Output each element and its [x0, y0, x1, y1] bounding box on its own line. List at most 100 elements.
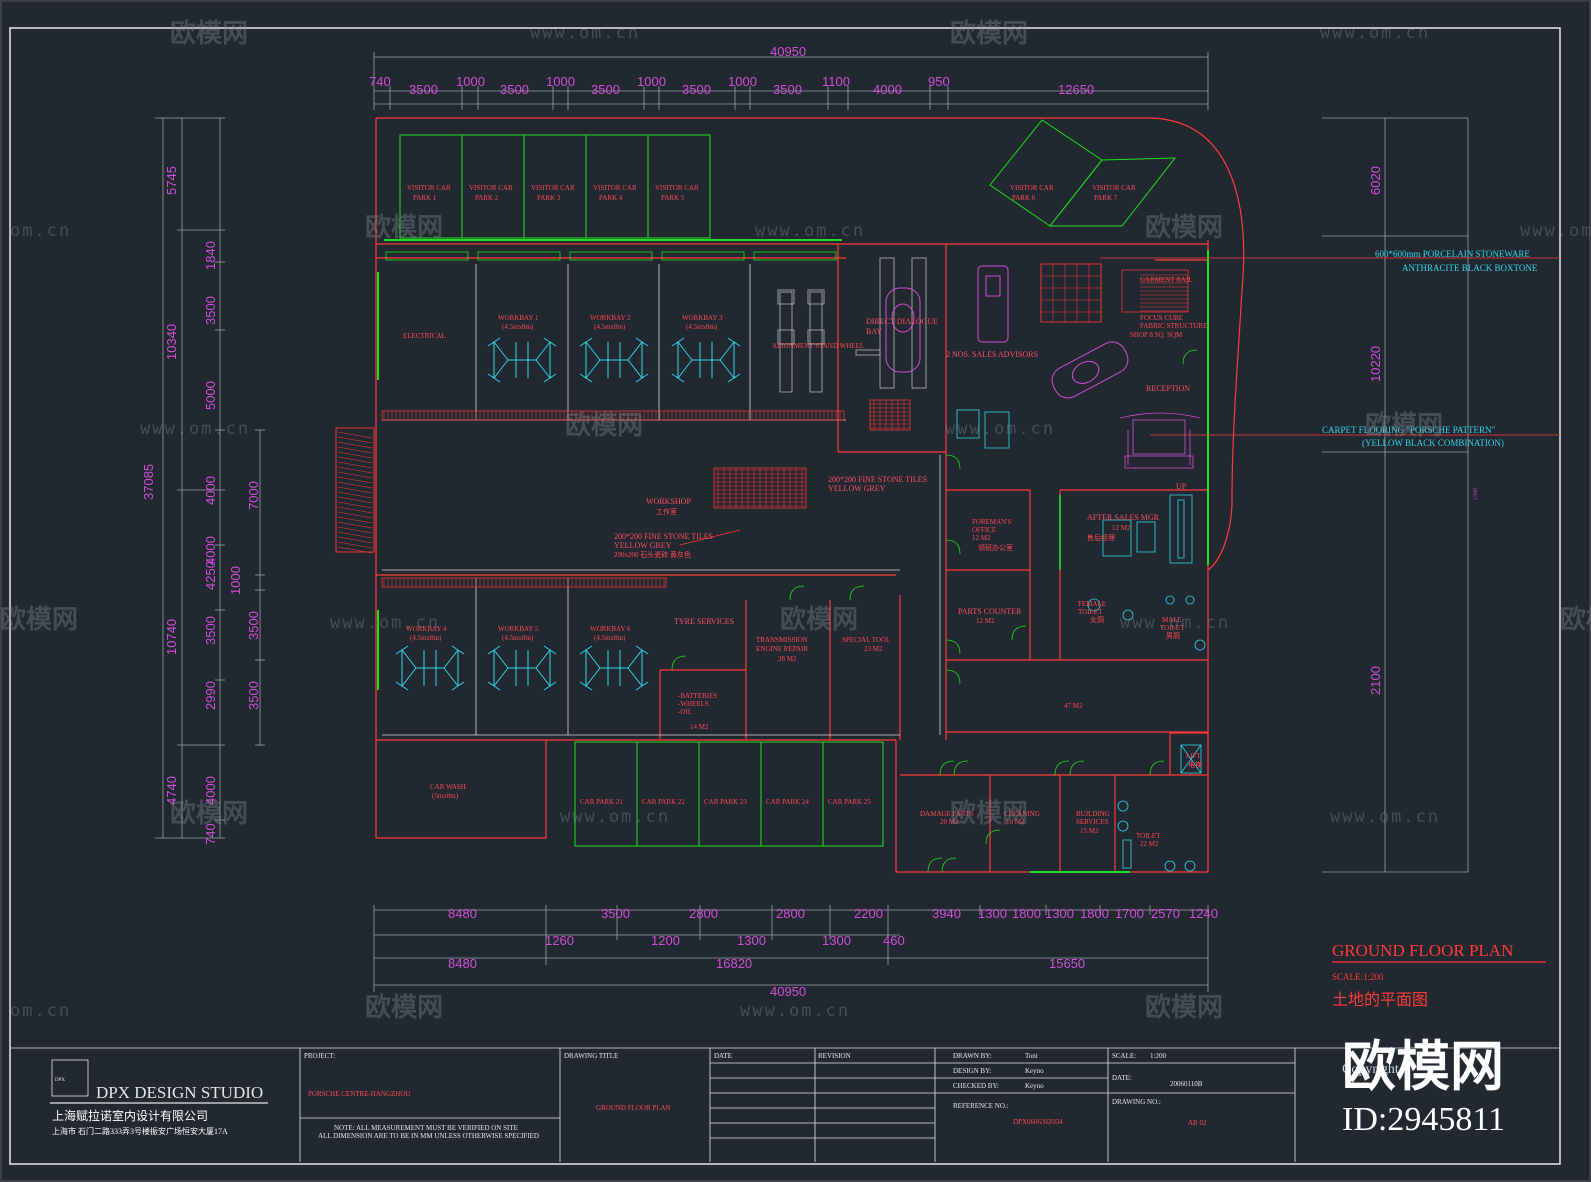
watermark-brand-9: 欧模网 — [170, 798, 248, 829]
reference-label: REFERENCE NO.: — [953, 1102, 1009, 1110]
watermark-brand-3: 欧模网 — [1145, 212, 1223, 243]
design-by: Keyno — [1025, 1067, 1044, 1075]
lift-arm — [719, 359, 735, 379]
workbay-bottom-size-1: (4.5mx8m) — [502, 634, 534, 642]
special-area: 23 M2 — [864, 645, 883, 653]
dim-left-l3-0: 7000 — [246, 481, 261, 510]
lift-arm — [395, 681, 409, 691]
dim-bottom-r1-6: 1300 — [978, 906, 1007, 921]
foremans-area: 12 M2 — [972, 534, 991, 542]
female-toilet-2: TOILET — [1078, 608, 1103, 616]
workbay-top-size-1: (4.5mx8m) — [594, 323, 626, 331]
title-block — [10, 1047, 1560, 1162]
workbay-bottom-size-2: (4.5mx8m) — [594, 634, 626, 642]
dim-top-lower-0: 3500 — [409, 82, 438, 97]
lift-arm — [627, 649, 643, 669]
car-wash-size: (5mx8m) — [432, 792, 459, 800]
dim-bottom-r1-10: 1700 — [1115, 906, 1144, 921]
watermark-url-short-1: om.cn — [10, 1001, 71, 1021]
hatch-line — [337, 531, 373, 539]
visitor-park-angled-1-l2: PARK 7 — [1094, 194, 1118, 202]
male-toilet-2: TOILET — [1160, 624, 1185, 632]
area-47: 47 M2 — [1064, 702, 1083, 710]
studio-logo-box — [51, 1059, 89, 1097]
cleaning-area: 10 M2 — [1006, 818, 1025, 826]
hatch-line — [337, 471, 373, 479]
watermark-brand-12: 欧模网 — [1145, 992, 1223, 1023]
dim-bottom-r1-3: 2800 — [776, 906, 805, 921]
lift-arm — [395, 645, 409, 655]
hatch-line — [337, 441, 373, 449]
lift-arm — [543, 337, 557, 347]
door-swings — [671, 349, 1198, 873]
date2-value: 20060110B — [1170, 1080, 1203, 1088]
lift-arm — [443, 667, 459, 687]
watermark-brand-5: 欧模网 — [1365, 410, 1443, 441]
parts-counter: PARTS COUNTER — [958, 607, 1022, 616]
electrical-label: ELECTRICAL — [403, 332, 446, 340]
porcelain-grid — [1040, 263, 1102, 323]
red-annotation-lines — [679, 257, 1560, 546]
left-dimensions — [155, 117, 265, 839]
visitor-park-5-l2: PARK 5 — [661, 194, 685, 202]
watermark-url-4: www.om.cn — [140, 419, 250, 439]
direct-dialogue-2: BAY — [866, 327, 882, 336]
dim-top-lower-5: 4000 — [873, 82, 902, 97]
dim-bottom-r1-5: 3940 — [932, 906, 961, 921]
grid-lines — [1041, 264, 1101, 322]
right-dimensions — [1322, 117, 1469, 873]
dim-left-l2-6: 2990 — [203, 681, 218, 710]
foremans-cn: 领班办公室 — [978, 543, 1013, 552]
watermark-url-7: www.om.cn — [1120, 613, 1230, 633]
watermark-url-10: www.om.cn — [740, 1001, 850, 1021]
visitor-park-2-l1: VISITOR CAR — [469, 184, 513, 192]
dim-right-3: 2100 — [1368, 666, 1383, 695]
lift-arm — [487, 681, 501, 691]
lift-arm — [677, 341, 693, 361]
dim-bottom-r2-4: 460 — [883, 933, 905, 948]
watermark-url-short-0: om.cn — [10, 221, 71, 241]
dim-left-l2-5: 3500 — [203, 616, 218, 645]
dim-top-overall: 40950 — [770, 44, 806, 59]
watermark-brand-8: 欧模网 — [1560, 604, 1591, 635]
watermark-brand-4: 欧模网 — [565, 410, 643, 441]
lift-arm — [535, 649, 551, 669]
sales-advisors: 2 NOS. SALES ADVISORS — [946, 350, 1038, 359]
dim-right-2: 10220 — [1368, 346, 1383, 382]
transmission-2: ENGINE REPAIR — [756, 645, 808, 653]
dim-bottom-r3-1: 16820 — [716, 956, 752, 971]
watermark-brand-0: 欧模网 — [170, 18, 248, 49]
lift-arm — [543, 373, 557, 383]
after-sales-area: 12 M2 — [1112, 524, 1131, 532]
workbay-top-size-0: (4.5mx8m) — [502, 323, 534, 331]
dim-top-upper-4: 1000 — [728, 74, 757, 89]
after-sales: AFTER SALES MGR — [1087, 513, 1160, 522]
toilet-area: 22 M2 — [1140, 840, 1159, 848]
workbay-top-0: WORKBAY 1 — [498, 314, 539, 322]
stone-tiles2-1: 200*200 FINE STONE TILES — [614, 532, 713, 541]
porcelain-line-2: ANTHRACITE BLACK BOXTONE — [1402, 263, 1538, 273]
note-1: NOTE: ALL MEASUREMENT MUST BE VERIFIED O… — [334, 1124, 518, 1132]
watermark-url-9: www.om.cn — [560, 807, 670, 827]
dim-left-l1-1: 10340 — [164, 324, 179, 360]
studio-logo-mark: DPX — [55, 1078, 65, 1083]
watermark-brand-10: 欧模网 — [950, 798, 1028, 829]
reference-no: DPX0606/HZ034 — [1013, 1118, 1063, 1126]
porcelain-line-1: 600*600mm PORCELAIN STONEWARE — [1375, 249, 1530, 259]
hatch-line — [337, 451, 373, 459]
dim-top-lower-4: 3500 — [773, 82, 802, 97]
carpet-line-1: CARPET FLOORING "PORSCHE PATTERN" — [1322, 425, 1495, 435]
green-parking-lines — [377, 119, 1209, 873]
lift-arm — [579, 337, 593, 347]
workbay-top-2: WORKBAY 3 — [682, 314, 723, 322]
drawing-title-label: DRAWING TITLE — [564, 1052, 618, 1060]
checked-by: Keyno — [1025, 1082, 1044, 1090]
dim-top-upper-3: 1000 — [637, 74, 666, 89]
lift-arm — [543, 645, 557, 655]
bottom-dimensions — [373, 905, 1209, 992]
hatch-line — [337, 546, 373, 554]
stone-tiles-2: YELLOW GREY — [828, 484, 886, 493]
transmission-1: TRANSMISSION — [756, 636, 808, 644]
